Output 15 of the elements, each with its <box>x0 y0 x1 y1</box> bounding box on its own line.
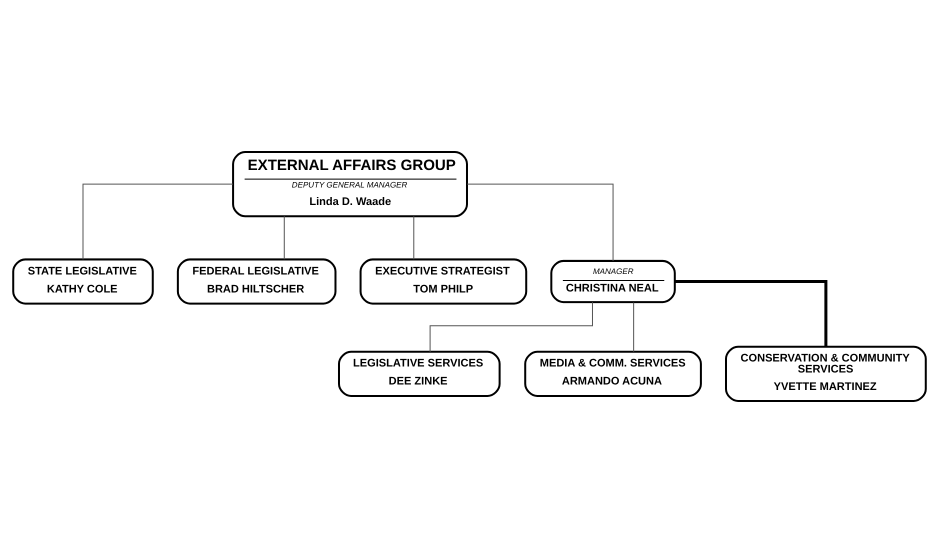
node-box: CONSERVATION & COMMUNITY SERVICES YVETTE MARTINEZ <box>724 345 926 402</box>
connector <box>674 280 827 346</box>
connector <box>82 183 232 259</box>
node-box: MEDIA & COMM. SERVICES ARMANDO ACUNA <box>524 350 702 396</box>
node-box: MANAGER CHRISTINA NEAL <box>550 259 676 303</box>
connector <box>466 183 614 260</box>
node-box: LEGISLATIVE SERVICES DEE ZINKE <box>337 350 500 396</box>
node-box: STATE LEGISLATIVE KATHY COLE <box>12 258 154 304</box>
connector <box>429 302 592 352</box>
connector <box>283 216 284 259</box>
node-box: FEDERAL LEGISLATIVE BRAD HILTSCHER <box>176 258 336 304</box>
node-box: EXTERNAL AFFAIRS GROUP DEPUTY GENERAL MANAGER Linda D. Waade <box>232 150 468 217</box>
connector <box>632 302 634 352</box>
node-box: EXECUTIVE STRATEGIST TOM PHILP <box>359 258 527 304</box>
connector <box>412 216 414 259</box>
